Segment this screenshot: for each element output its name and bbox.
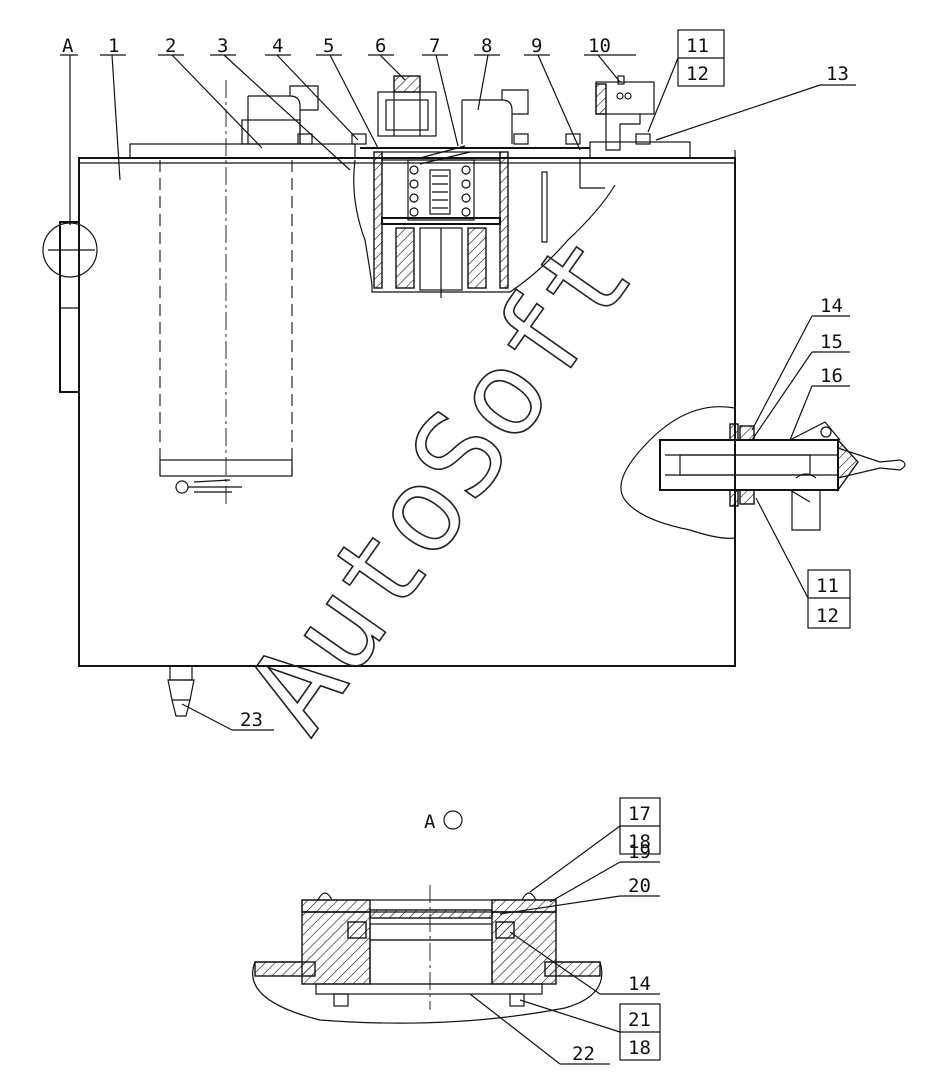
filler-cap bbox=[377, 75, 437, 137]
callout-6: 6 bbox=[375, 35, 386, 57]
callout-20: 20 bbox=[628, 875, 651, 897]
callout-9: 9 bbox=[531, 35, 542, 57]
callout-15: 15 bbox=[820, 331, 843, 353]
level-sensor-left bbox=[159, 80, 319, 505]
callout-12-right: 12 bbox=[816, 605, 839, 627]
callout-19: 19 bbox=[628, 841, 651, 863]
callout-12-top: 12 bbox=[686, 63, 709, 85]
filler-neck-section bbox=[353, 145, 616, 298]
callout-a: A bbox=[62, 35, 74, 57]
callout-7: 7 bbox=[429, 35, 440, 57]
callout-14-detail: 14 bbox=[628, 973, 651, 995]
spring bbox=[409, 165, 471, 217]
drain-nozzle bbox=[167, 665, 195, 717]
drain-valve-assembly bbox=[620, 406, 906, 539]
callout-16: 16 bbox=[820, 365, 843, 387]
callout-8: 8 bbox=[481, 35, 492, 57]
callout-14: 14 bbox=[820, 295, 843, 317]
callout-17: 17 bbox=[628, 803, 651, 825]
callout-11-top: 11 bbox=[686, 35, 709, 57]
callout-11-right: 11 bbox=[816, 575, 839, 597]
detail-title: A bbox=[424, 811, 436, 833]
callout-18-upper: 18 bbox=[628, 831, 651, 853]
callout-21: 21 bbox=[628, 1009, 651, 1031]
callout-18-lower: 18 bbox=[628, 1037, 651, 1059]
level-sensor-right bbox=[461, 89, 529, 144]
solenoid-valve bbox=[595, 75, 655, 151]
top-bolts bbox=[297, 133, 651, 145]
callout-4: 4 bbox=[272, 35, 283, 57]
callout-10: 10 bbox=[588, 35, 611, 57]
callout-13: 13 bbox=[826, 63, 849, 85]
detail-a-flange bbox=[42, 221, 98, 393]
callout-2: 2 bbox=[165, 35, 176, 57]
callout-23: 23 bbox=[240, 709, 263, 731]
callout-3: 3 bbox=[217, 35, 228, 57]
callout-5: 5 bbox=[323, 35, 334, 57]
callout-labels: A 1 2 3 4 5 6 7 8 9 10 11 12 13 14 15 16… bbox=[62, 35, 849, 1065]
cover-plate-left bbox=[129, 143, 356, 159]
watermark: AutoSoft bbox=[220, 211, 659, 756]
detail-view-a bbox=[252, 810, 603, 1024]
tank-body bbox=[78, 157, 736, 667]
main-view bbox=[42, 75, 906, 717]
callout-1: 1 bbox=[108, 35, 119, 57]
callout-22: 22 bbox=[572, 1043, 595, 1065]
leader-lines bbox=[60, 29, 856, 1065]
cover-plate-right bbox=[589, 141, 691, 159]
